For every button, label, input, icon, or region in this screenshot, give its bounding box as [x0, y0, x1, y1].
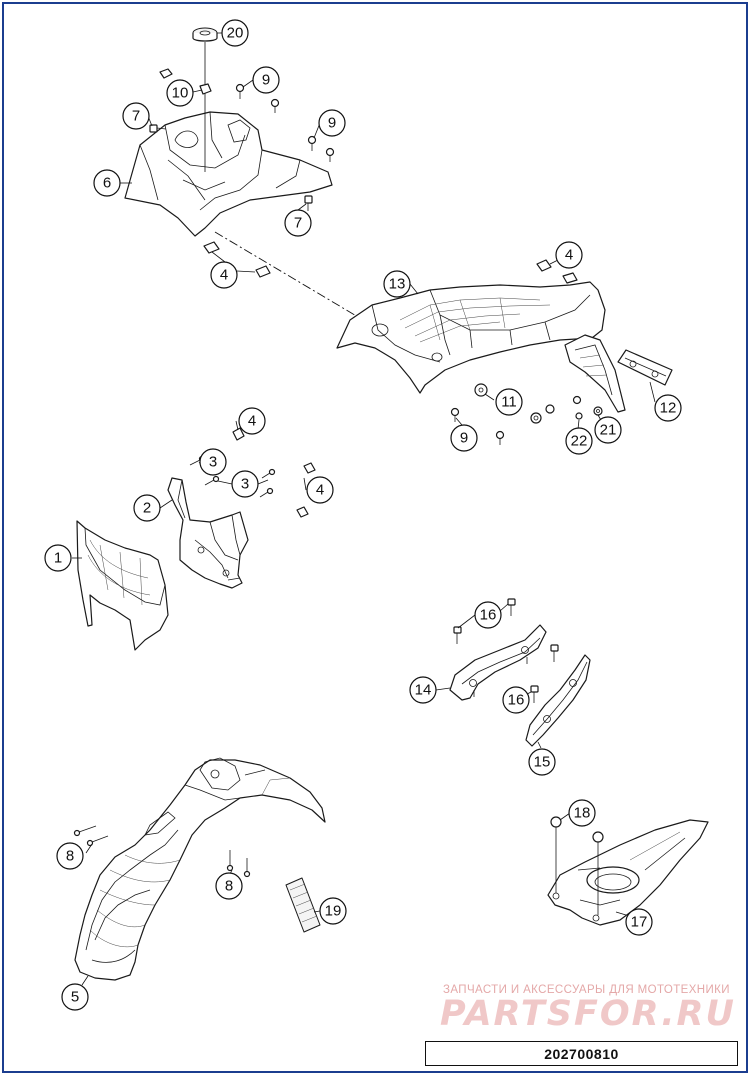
svg-text:9: 9 — [460, 430, 468, 447]
diagram-code-box: 202700810 — [425, 1041, 738, 1066]
callout-11: 11 — [495, 388, 523, 416]
part-bolts-7 — [149, 124, 313, 211]
svg-text:4: 4 — [248, 413, 256, 430]
part-side-cover-15 — [525, 654, 591, 747]
callout-2: 2 — [133, 494, 161, 522]
part-screws-9-top — [235, 83, 335, 162]
part-rear-subframe-cover — [124, 111, 333, 237]
svg-text:7: 7 — [132, 108, 140, 125]
callout-7-right: 7 — [284, 209, 312, 237]
svg-text:20: 20 — [227, 25, 244, 42]
callout-4-upper-left: 4 — [210, 261, 238, 289]
callout-20: 20 — [221, 19, 249, 47]
callout-16-top: 16 — [474, 601, 502, 629]
svg-text:3: 3 — [241, 476, 249, 493]
svg-text:21: 21 — [600, 422, 617, 439]
part-clip-nut-10 — [159, 68, 212, 95]
svg-text:19: 19 — [325, 903, 342, 920]
callout-19: 19 — [319, 897, 347, 925]
callout-7-left: 7 — [122, 102, 150, 130]
svg-text:1: 1 — [54, 550, 62, 567]
svg-text:11: 11 — [501, 394, 517, 411]
svg-text:12: 12 — [660, 400, 677, 417]
part-clip-nuts-4-right — [536, 259, 578, 284]
callout-6: 6 — [93, 169, 121, 197]
callout-17: 17 — [625, 908, 653, 936]
callout-4-mid-top: 4 — [238, 407, 266, 435]
callout-9-lower: 9 — [450, 424, 478, 452]
part-side-cover-14 — [449, 624, 547, 701]
svg-text:4: 4 — [565, 247, 573, 264]
svg-text:14: 14 — [415, 682, 432, 699]
svg-text:18: 18 — [574, 805, 591, 822]
watermark-logo: PARTSFOR.RU — [440, 994, 736, 1034]
part-clip-nuts-4-upper — [203, 241, 271, 278]
callout-8-left: 8 — [56, 842, 84, 870]
callout-5: 5 — [61, 983, 89, 1011]
part-tank-cover — [547, 819, 709, 926]
callout-4-upper-right: 4 — [555, 241, 583, 269]
callout-9-top: 9 — [252, 66, 280, 94]
callout-3-right: 3 — [231, 470, 259, 498]
callout-15: 15 — [528, 748, 556, 776]
callout-12: 12 — [654, 394, 682, 422]
part-screws-8 — [73, 825, 251, 878]
svg-text:9: 9 — [328, 115, 336, 132]
part-reflector — [617, 349, 673, 386]
svg-text:4: 4 — [220, 267, 228, 284]
svg-text:22: 22 — [571, 433, 588, 450]
svg-text:10: 10 — [172, 85, 189, 102]
part-headlight-mask — [76, 520, 169, 651]
callout-3-left: 3 — [199, 448, 227, 476]
callout-10: 10 — [166, 79, 194, 107]
diagram-code: 202700810 — [544, 1045, 619, 1062]
callout-18: 18 — [568, 799, 596, 827]
part-adhesive-pad — [285, 877, 321, 933]
svg-text:8: 8 — [66, 848, 74, 865]
watermark-tagline: ЗАПЧАСТИ И АКСЕССУАРЫ ДЛЯ МОТОТЕХНИКИ — [443, 984, 730, 996]
svg-text:5: 5 — [71, 989, 79, 1006]
svg-text:17: 17 — [631, 914, 648, 931]
svg-text:3: 3 — [209, 454, 217, 471]
callout-22: 22 — [565, 427, 593, 455]
callout-21: 21 — [594, 416, 622, 444]
callout-4-mid-right: 4 — [306, 476, 334, 504]
callout-9-right: 9 — [318, 109, 346, 137]
svg-text:2: 2 — [143, 500, 151, 517]
part-rear-fender — [336, 281, 626, 413]
part-bolts-18 — [550, 816, 604, 915]
part-headlight-bracket — [167, 477, 249, 589]
callout-14: 14 — [409, 676, 437, 704]
svg-text:15: 15 — [534, 754, 551, 771]
svg-text:7: 7 — [294, 215, 302, 232]
svg-text:6: 6 — [103, 175, 111, 192]
svg-text:4: 4 — [316, 482, 324, 499]
part-grommet — [192, 27, 218, 42]
callout-8-right: 8 — [215, 872, 243, 900]
callout-1: 1 — [44, 544, 72, 572]
svg-text:13: 13 — [389, 276, 406, 293]
svg-text:16: 16 — [508, 692, 525, 709]
svg-text:16: 16 — [480, 607, 497, 624]
svg-text:9: 9 — [262, 72, 270, 89]
part-bolts-16 — [453, 598, 559, 703]
callout-13: 13 — [383, 270, 411, 298]
svg-text:8: 8 — [225, 878, 233, 895]
part-front-fender — [74, 757, 326, 981]
callout-16-bottom: 16 — [502, 686, 530, 714]
